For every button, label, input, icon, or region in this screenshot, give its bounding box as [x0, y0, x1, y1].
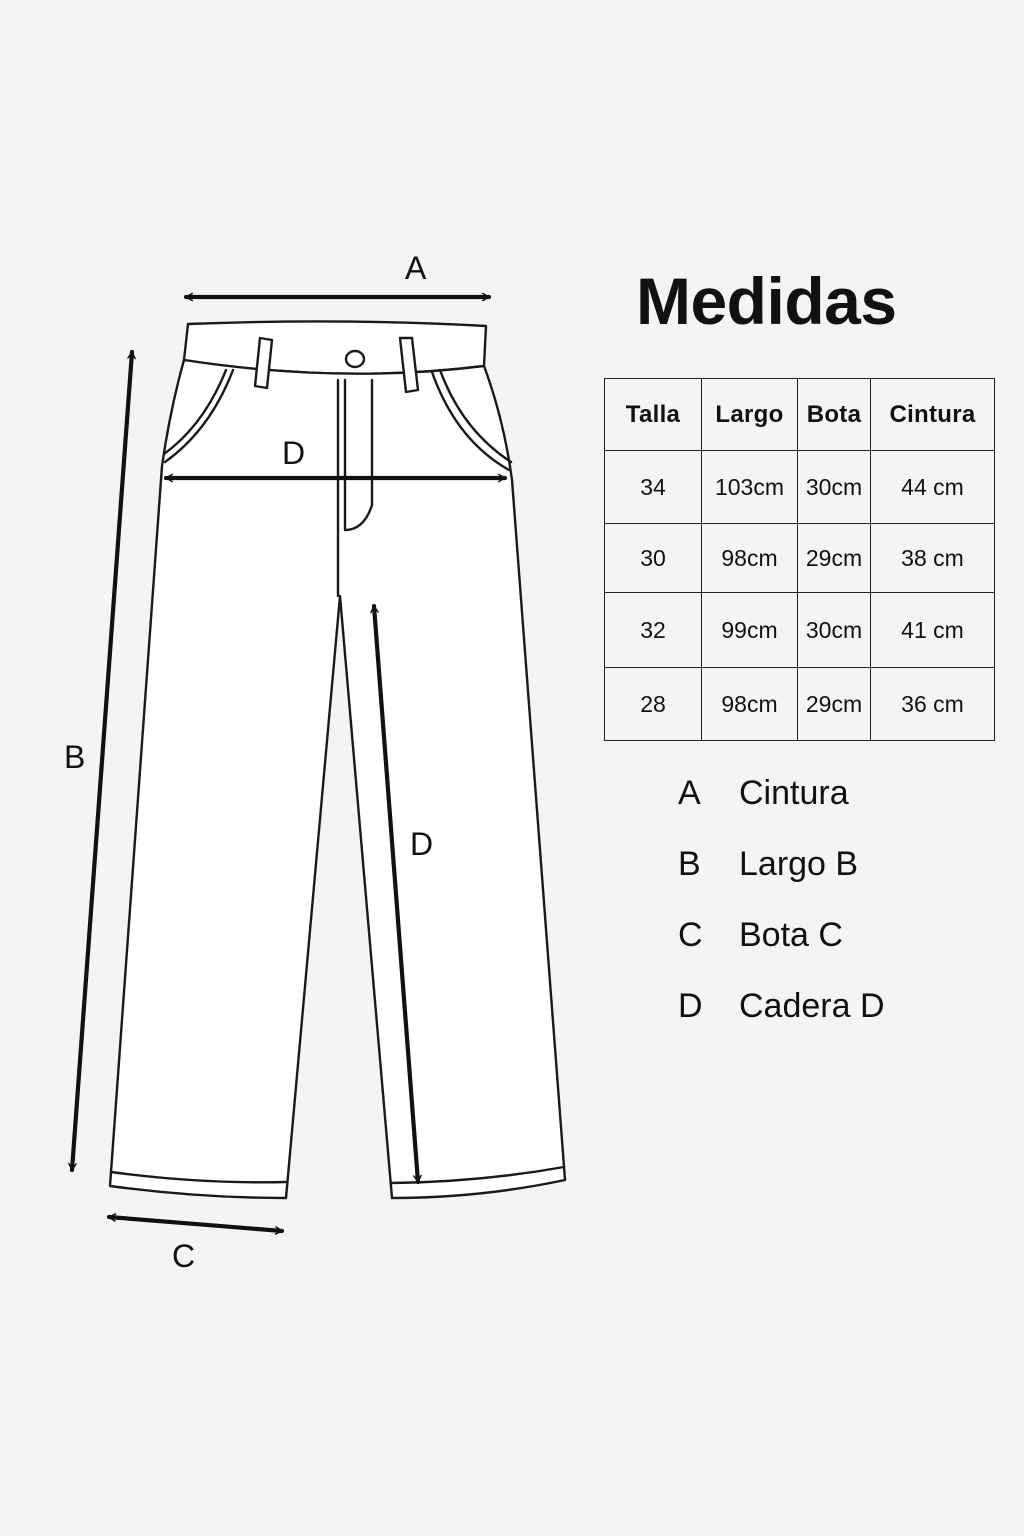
table-row: 32 99cm 30cm 41 cm: [604, 592, 995, 668]
label-b: B: [64, 739, 85, 775]
cell-cintura: 36 cm: [870, 667, 995, 741]
cell-talla: 30: [604, 523, 702, 593]
column-header-cintura: Cintura: [870, 378, 995, 451]
legend-label: Bota C: [739, 916, 843, 954]
legend-key: C: [678, 916, 703, 954]
cell-bota: 30cm: [797, 592, 871, 668]
cell-largo: 103cm: [701, 450, 798, 524]
cell-talla: 34: [604, 450, 702, 524]
belt-loop-left: [253, 336, 274, 390]
arrow-c: [106, 1213, 285, 1235]
waist-button: [344, 349, 366, 369]
pocket-left: [162, 368, 235, 464]
size-table: Talla Largo Bota Cintura 34 103cm 30cm 4…: [604, 378, 995, 741]
measurement-arrows: [68, 292, 508, 1235]
column-header-talla: Talla: [604, 378, 702, 451]
cell-cintura: 38 cm: [870, 523, 995, 593]
legend-label: Cadera D: [739, 987, 885, 1025]
table-row: 28 98cm 29cm 36 cm: [604, 667, 995, 741]
page-title: Medidas: [636, 264, 897, 338]
label-a: A: [405, 250, 427, 286]
legend-item: A Cintura: [678, 774, 885, 845]
label-c: C: [172, 1238, 195, 1274]
table-row: 30 98cm 29cm 38 cm: [604, 523, 995, 593]
legend-key: A: [678, 774, 701, 812]
legend-label: Cintura: [739, 774, 849, 812]
cell-bota: 29cm: [797, 523, 871, 593]
cell-largo: 98cm: [701, 667, 798, 741]
fly-stitch: [343, 378, 374, 532]
cell-cintura: 44 cm: [870, 450, 995, 524]
cell-cintura: 41 cm: [870, 592, 995, 668]
cell-bota: 30cm: [797, 450, 871, 524]
arrow-d-inseam: [370, 603, 422, 1185]
cell-largo: 99cm: [701, 592, 798, 668]
pocket-right: [430, 368, 513, 472]
column-header-bota: Bota: [797, 378, 871, 451]
legend-label: Largo B: [739, 845, 859, 883]
label-d-inseam: D: [410, 826, 433, 862]
belt-loop-right: [398, 336, 420, 394]
legend-item: B Largo B: [678, 845, 885, 916]
column-header-largo: Largo: [701, 378, 798, 451]
legend-key: B: [678, 845, 701, 883]
legend-key: D: [678, 987, 703, 1025]
pants-diagram: A B C D D: [64, 250, 567, 1274]
pants-outline: [108, 320, 567, 1200]
legend-item: D Cadera D: [678, 987, 885, 1058]
cell-talla: 28: [604, 667, 702, 741]
left-hem: [109, 1170, 288, 1184]
arrow-b: [68, 349, 136, 1173]
table-row: 34 103cm 30cm 44 cm: [604, 450, 995, 524]
table-header-row: Talla Largo Bota Cintura: [604, 378, 995, 451]
label-d-hip: D: [282, 435, 305, 471]
cell-largo: 98cm: [701, 523, 798, 593]
cell-talla: 32: [604, 592, 702, 668]
legend-item: C Bota C: [678, 916, 885, 987]
cell-bota: 29cm: [797, 667, 871, 741]
measurement-legend: A Cintura B Largo B C Bota C D Cadera D: [678, 774, 885, 1058]
